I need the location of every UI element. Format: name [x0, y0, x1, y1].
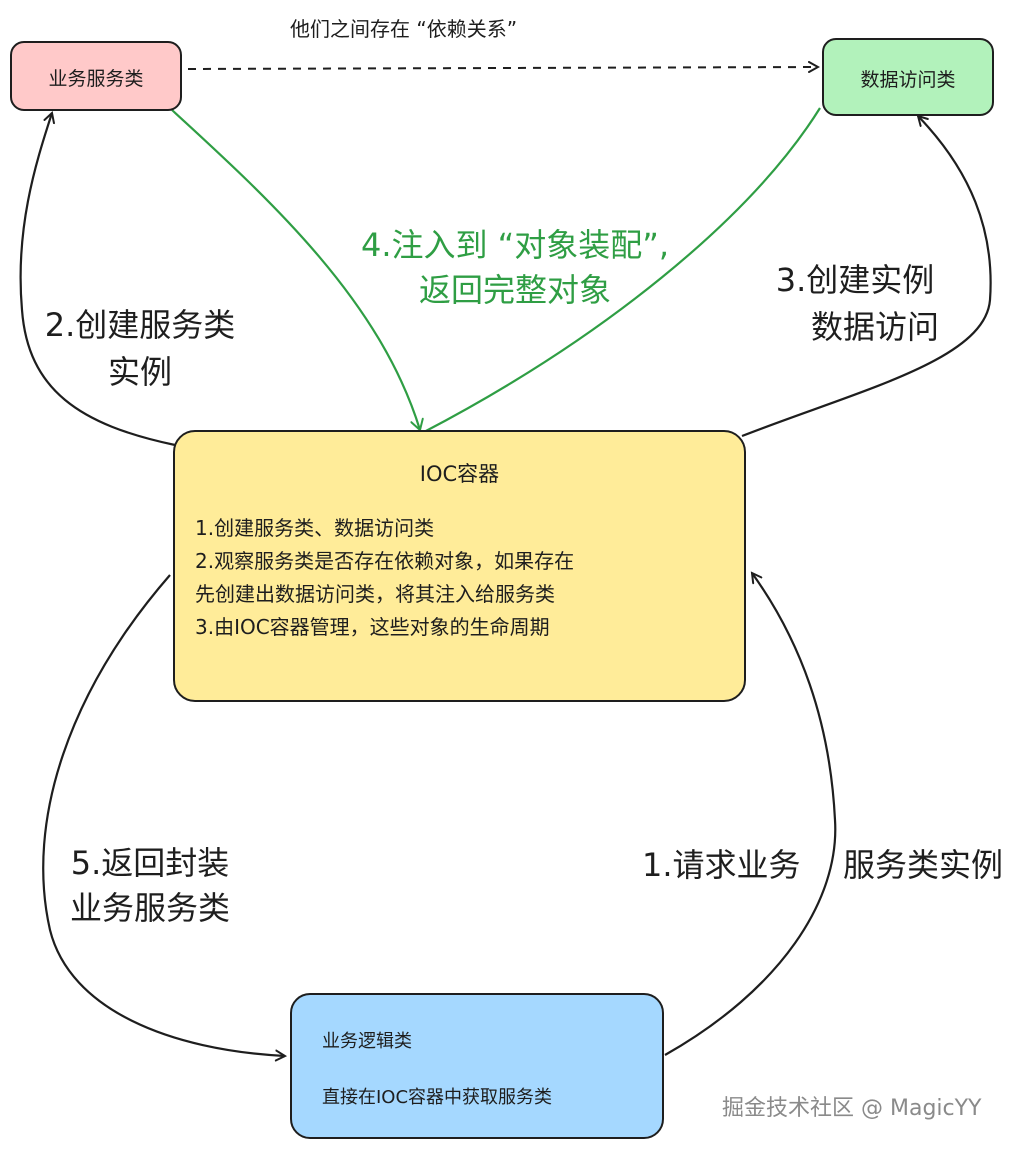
create-service-label-line1: 2.创建服务类 [44, 306, 236, 344]
service-class-label: 业务服务类 [48, 68, 144, 90]
inject-label-line1: 4.注入到 “对象装配”, [360, 226, 670, 264]
ioc-step-3: 3.由IOC容器管理，这些对象的生命周期 [195, 615, 550, 639]
dao-class-node: 数据访问类 [822, 38, 994, 116]
return-service-label-line2: 业务服务类 [69, 889, 230, 927]
ioc-step-1: 1.创建服务类、数据访问类 [195, 516, 435, 540]
business-logic-title: 业务逻辑类 [322, 1031, 412, 1052]
return-service-label-line1: 5.返回封装 [70, 844, 230, 882]
create-dao-label-line2: 数据访问 [810, 308, 939, 346]
service-class-node: 业务服务类 [10, 41, 182, 111]
create-dao-arrow [741, 116, 992, 438]
request-label: 1.请求业务 [642, 846, 801, 884]
dao-class-label: 数据访问类 [860, 69, 956, 91]
create-service-arrow [19, 113, 176, 447]
inject-arrow-from-service [171, 109, 424, 432]
dependency-label: 他们之间存在 “依赖关系” [290, 17, 518, 41]
create-dao-label-line1: 3.创建实例 [775, 261, 935, 299]
ioc-step-2-continued: 先创建出数据访问类，将其注入给服务类 [195, 582, 555, 606]
return-service-arrow [42, 574, 285, 1056]
ioc-container-node: IOC容器 1.创建服务类、数据访问类 2.观察服务类是否存在依赖对象，如果存在… [173, 430, 746, 702]
service-instance-label: 服务类实例 [843, 846, 1004, 884]
watermark: 掘金技术社区 @ MagicYY [722, 1096, 982, 1121]
business-logic-desc: 直接在IOC容器中获取服务类 [322, 1087, 553, 1108]
dependency-arrow [187, 67, 818, 69]
request-arrow [664, 573, 837, 1056]
inject-label-line2: 返回完整对象 [418, 271, 611, 309]
ioc-step-2: 2.观察服务类是否存在依赖对象，如果存在 [195, 549, 575, 573]
business-logic-node: 业务逻辑类 直接在IOC容器中获取服务类 [290, 993, 664, 1139]
create-service-label-line2: 实例 [107, 353, 172, 391]
ioc-container-title: IOC容器 [419, 462, 500, 486]
inject-arrow-from-dao [423, 107, 821, 433]
